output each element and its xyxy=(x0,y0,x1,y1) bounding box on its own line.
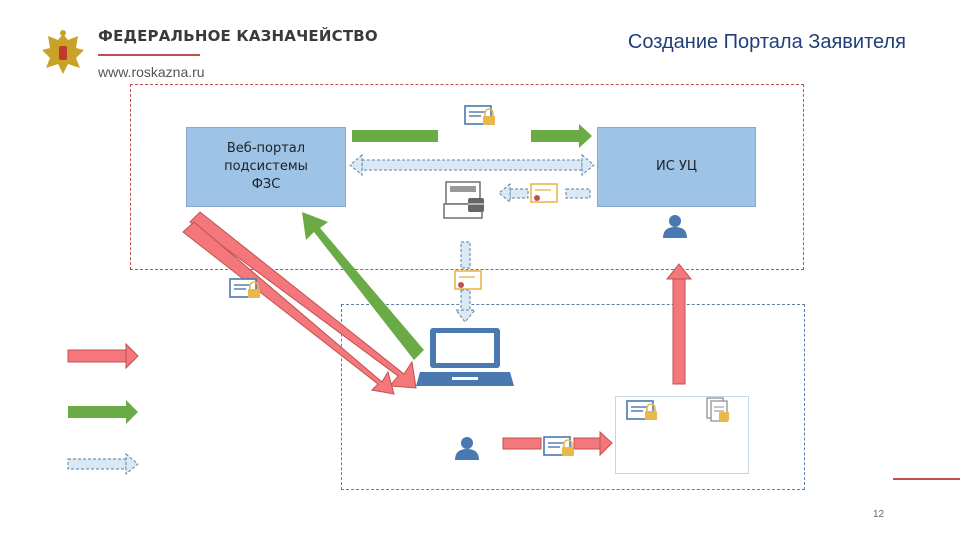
green-arrow-laptop-to-portal xyxy=(302,212,424,360)
page-title: Создание Портала Заявителя xyxy=(627,31,906,53)
green-arrow-portal-to-ca xyxy=(352,124,592,148)
red-arrow-portal-to-laptop-1 xyxy=(189,211,417,389)
red-arrow-store-to-ca xyxy=(665,263,693,385)
document-stack-icon xyxy=(706,397,729,422)
certificate-icon xyxy=(543,436,575,457)
dashed-arrow-ca-to-server xyxy=(498,182,591,204)
certificate-icon xyxy=(229,278,261,299)
certificate-icon xyxy=(464,105,496,126)
legend-green-arrow xyxy=(68,400,138,424)
red-arrow-pair xyxy=(182,221,395,395)
org-url: www.roskazna.ru xyxy=(98,64,205,80)
user-icon xyxy=(455,437,479,460)
header-divider xyxy=(98,54,200,56)
dashed-arrow-server-to-laptop xyxy=(455,241,477,323)
ca-box: ИС УЦ xyxy=(597,127,756,207)
red-arrow-user-to-store xyxy=(502,430,613,457)
portal-box: Веб-портал подсистемы ФЗС xyxy=(186,127,346,207)
server-lock-icon xyxy=(443,181,484,219)
user-zone xyxy=(341,304,805,490)
page-number: 12 xyxy=(873,509,885,520)
coat-of-arms-icon xyxy=(38,28,88,80)
legend-dashed-arrow xyxy=(67,452,139,476)
certificate-icon xyxy=(626,400,658,421)
user-icon xyxy=(663,215,687,238)
certificate-icon xyxy=(530,183,558,203)
dashed-double-arrow xyxy=(349,153,595,177)
certificate-icon xyxy=(454,270,482,290)
footer-accent-line xyxy=(893,478,960,480)
server-zone xyxy=(130,84,804,270)
laptop-icon xyxy=(416,328,514,386)
legend-red-arrow xyxy=(67,342,139,370)
org-name: ФЕДЕРАЛЬНОЕ КАЗНАЧЕЙСТВО xyxy=(98,27,378,45)
